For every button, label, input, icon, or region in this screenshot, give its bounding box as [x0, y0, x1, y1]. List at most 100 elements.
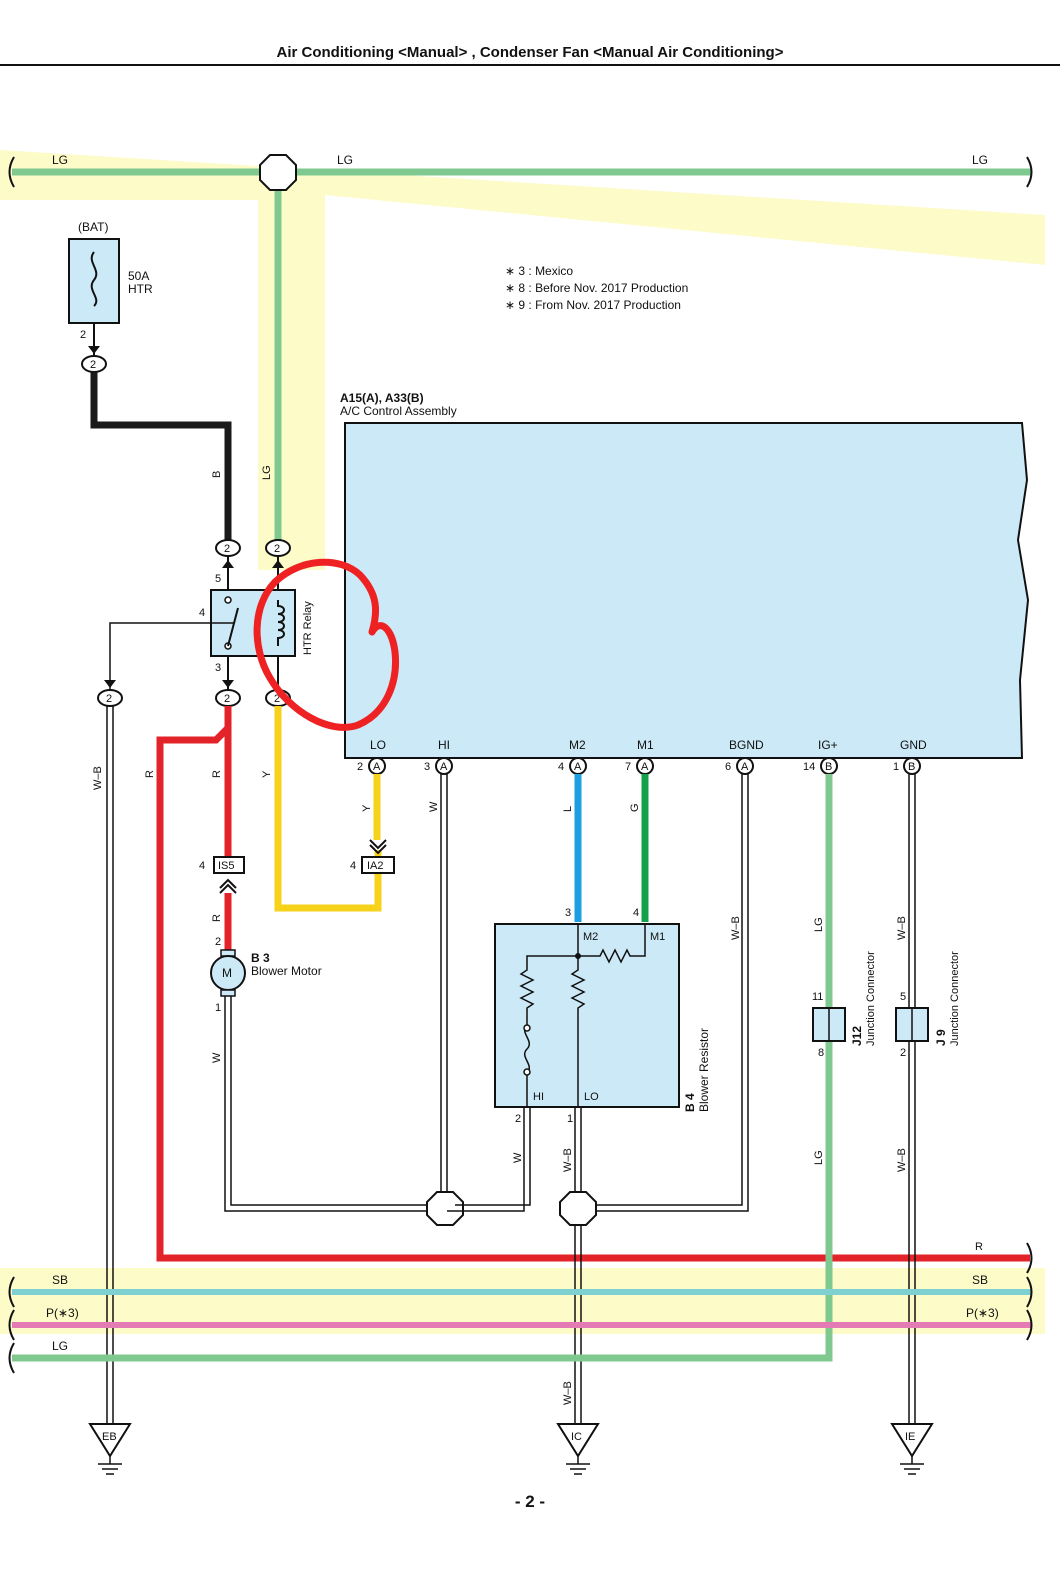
motor-id: B 3 — [251, 951, 270, 965]
splice-point — [259, 154, 297, 191]
ac-control-id: A15(A), A33(B) — [340, 391, 424, 405]
wire-label-wb: W–B — [730, 916, 742, 940]
svg-text:3: 3 — [424, 761, 430, 773]
j12-pin: 8 — [818, 1047, 824, 1059]
connector-arrow — [272, 560, 284, 568]
connector-arrow — [222, 560, 234, 568]
wb-wire-bgnd — [596, 774, 749, 1212]
svg-text:2: 2 — [357, 761, 363, 773]
w-wire-resistor — [447, 1107, 525, 1212]
connector-pin: 2 — [224, 693, 230, 705]
wire-label-r: R — [211, 914, 223, 922]
svg-text:1: 1 — [893, 761, 899, 773]
r-wire — [156, 706, 1030, 1262]
thermal-fuse-icon — [524, 1024, 530, 1107]
switch-blade-icon — [227, 607, 239, 647]
connector-pin: 4 — [350, 860, 356, 872]
resistor-pin: 4 — [633, 907, 639, 919]
relay-pin: 4 — [199, 607, 205, 619]
wire-label-wb: W–B — [92, 766, 104, 790]
wire-label-p: P(∗3) — [966, 1306, 999, 1320]
pin-name-gnd: GND — [900, 738, 927, 752]
svg-text:A: A — [574, 761, 582, 773]
contact-dot — [523, 1068, 531, 1076]
j9-pin: 2 — [900, 1047, 906, 1059]
motor-name: Blower Motor — [251, 964, 322, 978]
wire-label-b: B — [211, 471, 223, 478]
resistor-term: M2 — [583, 931, 598, 943]
ground-eb-icon: EB — [88, 1423, 132, 1475]
svg-text:A: A — [373, 761, 381, 773]
resistor-pin: 3 — [565, 907, 571, 919]
w-wire-motor — [230, 996, 440, 1206]
svg-text:B: B — [825, 761, 832, 773]
bus-break-right — [1026, 1309, 1033, 1341]
connector-arrow — [222, 680, 234, 688]
connector-pin: 2 — [274, 543, 280, 555]
page-title: Air Conditioning <Manual> , Condenser Fa… — [276, 44, 784, 61]
fuse-pin: 2 — [80, 329, 86, 341]
j12-id: J12 — [850, 1026, 864, 1046]
motor-cap — [220, 989, 236, 997]
w-wire-resistor — [455, 1107, 531, 1206]
wire-label-wb: W–B — [562, 1148, 574, 1172]
resistor-pin: 1 — [567, 1113, 573, 1125]
note-from: ∗ 9 : From Nov. 2017 Production — [505, 298, 681, 312]
ground-ic-icon: IC — [556, 1423, 600, 1475]
svg-text:B: B — [908, 761, 915, 773]
wire-label-y: Y — [361, 804, 373, 812]
wire-label-lg: LG — [813, 917, 825, 932]
ac-control-box — [344, 422, 1030, 759]
resistor-name: Blower Resistor — [697, 1028, 711, 1112]
wire-label-l: L — [562, 806, 574, 812]
bus-break-left — [8, 1342, 15, 1374]
motor-symbol: M — [222, 966, 232, 980]
lg-wire-ig — [12, 774, 833, 1362]
wire-label-wb: W–B — [896, 916, 908, 940]
connector-arrow — [104, 680, 116, 688]
page-header: Air Conditioning <Manual> , Condenser Fa… — [0, 0, 1060, 70]
resistor-term: M1 — [650, 931, 665, 943]
page-number: - 2 - — [514, 1492, 546, 1511]
note-mexico: ∗ 3 : Mexico — [505, 264, 573, 278]
connector-pin: 2 — [106, 693, 112, 705]
wire-label-sb: SB — [52, 1273, 68, 1287]
wire-label-lg: LG — [52, 153, 68, 167]
j12-name: Junction Connector — [865, 951, 877, 1046]
wire-label-w: W — [512, 1152, 524, 1163]
connector-arrow — [88, 346, 100, 354]
connector-oval — [97, 689, 123, 707]
contact-dot — [523, 1024, 531, 1032]
connector-pin: 4 — [199, 860, 205, 872]
switch-contact — [224, 596, 232, 604]
wb-wire-eb — [109, 622, 211, 690]
splice-point — [559, 1191, 597, 1226]
ground-ie-icon: IE — [890, 1423, 934, 1475]
is5-connector — [213, 856, 245, 874]
svg-text:A: A — [440, 761, 448, 773]
wire-label-w: W — [428, 801, 440, 812]
splice-point — [426, 1191, 464, 1226]
header-rule — [0, 64, 1060, 66]
fuse-source: (BAT) — [78, 220, 108, 234]
pin-hi: 3 A — [424, 757, 453, 775]
wb-wire-bgnd — [596, 774, 743, 1206]
pin-name-ig: IG+ — [818, 738, 838, 752]
w-wire-motor — [224, 996, 445, 1212]
pin-m1: 7 A — [625, 757, 654, 775]
relay-pin: 5 — [215, 573, 221, 585]
svg-text:IC: IC — [571, 1431, 582, 1443]
relay-name: HTR Relay — [302, 601, 314, 655]
pin-name-m2: M2 — [569, 738, 586, 752]
pin-gnd: 1 B — [893, 757, 921, 775]
annotation-circle — [253, 558, 400, 731]
pin-ig: 14 B — [803, 757, 838, 775]
wire-label-r: R — [211, 770, 223, 778]
bus-break-right — [1026, 1242, 1033, 1274]
pin-bgnd: 6 A — [725, 757, 754, 775]
connector-arrow — [219, 878, 237, 894]
resistor-icon — [519, 955, 578, 1025]
resistor-icon — [577, 924, 646, 964]
wire-label-sb: SB — [972, 1273, 988, 1287]
